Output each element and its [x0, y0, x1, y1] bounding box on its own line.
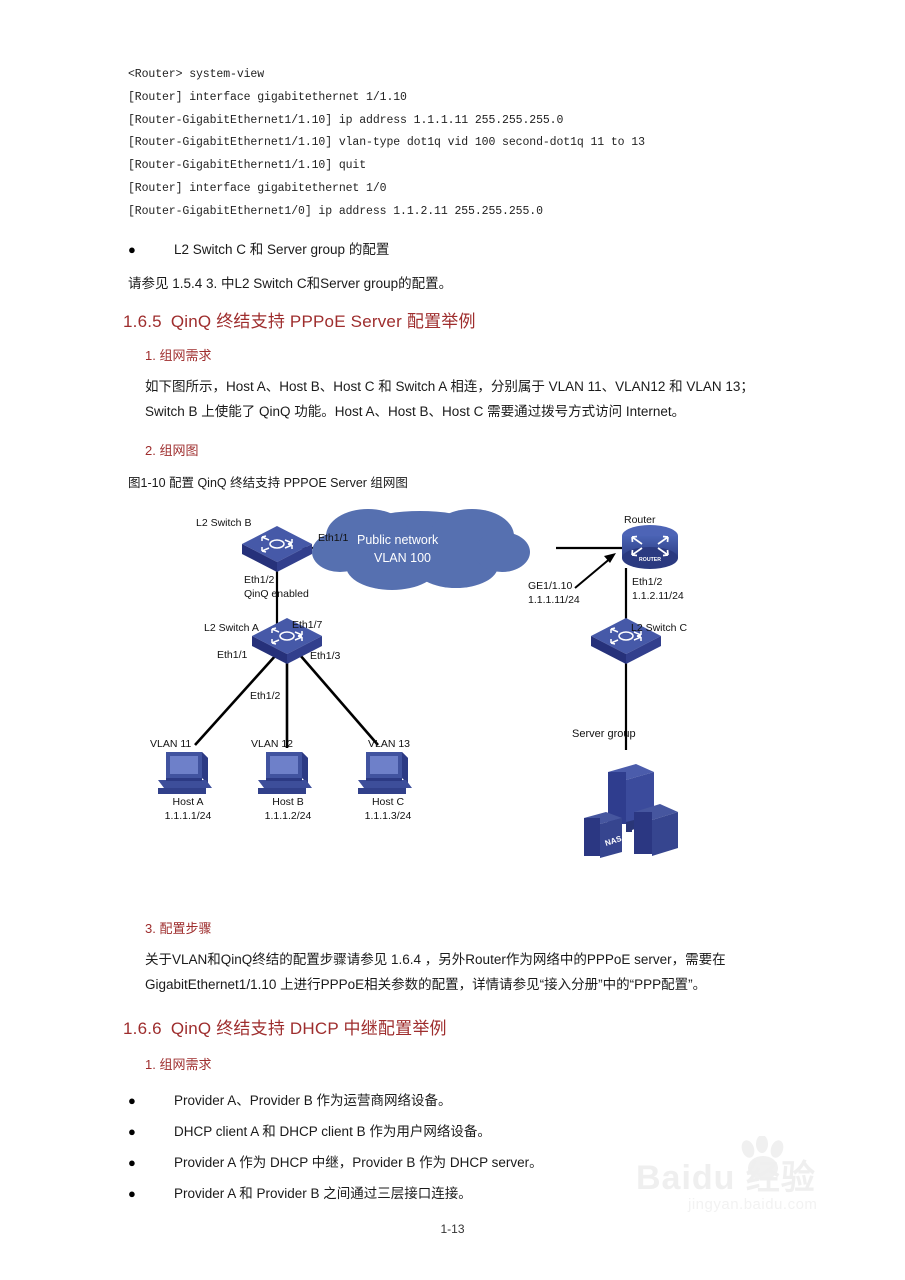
label-host-c-ip: 1.1.1.3/24 [364, 810, 412, 822]
paragraph-165-requirements-line2: Switch B 上使能了 QinQ 功能。Host A、Host B、Host… [145, 404, 686, 419]
bullet-item-provider-devices: ● Provider A、Provider B 作为运营商网络设备。 [128, 1091, 768, 1110]
label-router-ge-line2: 1.1.1.11/24 [528, 594, 580, 606]
bullet-label: L2 Switch C 和 Server group 的配置 [174, 242, 390, 257]
label-host-a-ip: 1.1.1.1/24 [164, 810, 212, 822]
subheading-165-3: 3. 配置步骤 [145, 921, 212, 936]
label-switch-b: L2 Switch B [196, 517, 252, 529]
bullet-dot-icon: ● [128, 1155, 136, 1170]
code-line: [Router-GigabitEthernet1/0] ip address 1… [128, 204, 543, 218]
code-line: [Router-GigabitEthernet1/1.10] quit [128, 159, 367, 173]
heading-section-165: 1.6.5 QinQ 终结支持 PPPoE Server 配置举例 [123, 307, 476, 332]
label-vlan-13: VLAN 13 [368, 738, 411, 750]
bullet-label: Provider A 作为 DHCP 中继，Provider B 作为 DHCP… [174, 1155, 543, 1170]
page-footer-number: 1-13 [440, 1222, 465, 1236]
label-sb-eth1-2: Eth1/2 [244, 574, 275, 586]
label-server-group: Server group [572, 728, 636, 740]
bullet-dot-icon: ● [128, 242, 136, 257]
label-vlan-12: VLAN 12 [251, 738, 294, 750]
label-cloud-line1: Public network [357, 533, 439, 547]
paragraph-165-requirements-line1: 如下图所示，Host A、Host B、Host C 和 Switch A 相连… [145, 379, 754, 394]
code-line: [Router] interface gigabitethernet 1/0 [128, 181, 387, 195]
label-vlan-11: VLAN 11 [150, 738, 192, 750]
label-switch-a: L2 Switch A [204, 622, 259, 634]
label-router-eth-line1: Eth1/2 [632, 576, 663, 588]
label-router: Router [624, 514, 656, 526]
label-host-c: Host C [371, 796, 405, 808]
public-network-cloud [312, 509, 530, 590]
label-sa-eth1-2: Eth1/2 [250, 690, 281, 702]
label-sa-eth1-1: Eth1/1 [217, 649, 248, 661]
host-b-icon [258, 752, 312, 794]
switch-c-icon [591, 618, 661, 664]
switch-b-icon [242, 526, 312, 572]
bullet-item-dhcp-clients: ● DHCP client A 和 DHCP client B 作为用户网络设备… [128, 1122, 768, 1141]
label-host-b: Host B [272, 796, 304, 808]
label-host-a: Host A [172, 796, 204, 808]
host-a-icon [158, 752, 212, 794]
bullet-label: Provider A 和 Provider B 之间通过三层接口连接。 [174, 1186, 472, 1201]
label-sa-eth1-7: Eth1/7 [292, 619, 323, 631]
subheading-165-1: 1. 组网需求 [145, 348, 212, 363]
label-sb-qinq-enabled: QinQ enabled [244, 588, 309, 600]
bullet-item-layer3-connection: ● Provider A 和 Provider B 之间通过三层接口连接。 [128, 1184, 768, 1203]
bullet-dot-icon: ● [128, 1093, 136, 1108]
host-c-icon [358, 752, 412, 794]
label-switch-c: L2 Switch C [631, 622, 688, 634]
router-icon: ROUTER [622, 525, 678, 569]
bullet-item-dhcp-relay-server: ● Provider A 作为 DHCP 中继，Provider B 作为 DH… [128, 1153, 768, 1172]
bullet-dot-icon: ● [128, 1186, 136, 1201]
heading-title: QinQ 终结支持 DHCP 中继配置举例 [170, 1019, 447, 1038]
label-sb-eth1-1: Eth1/1 [318, 532, 349, 544]
heading-section-166: 1.6.6 QinQ 终结支持 DHCP 中继配置举例 [123, 1014, 447, 1039]
subheading-165-2: 2. 组网图 [145, 443, 199, 458]
heading-number: 1.6.5 [123, 312, 162, 331]
label-sa-eth1-3: Eth1/3 [310, 650, 341, 662]
bullet-label: DHCP client A 和 DHCP client B 作为用户网络设备。 [174, 1124, 491, 1139]
label-router-eth-line2: 1.1.2.11/24 [632, 590, 684, 602]
heading-number: 1.6.6 [123, 1019, 162, 1038]
paragraph-switch-c-reference: 请参见 1.5.4 3. 中L2 Switch C和Server group的配… [128, 276, 453, 291]
server-nas-icon: NAS [584, 812, 623, 858]
router-body-text: ROUTER [639, 557, 661, 563]
subheading-166-1: 1. 组网需求 [145, 1057, 212, 1072]
server-tall-icon [608, 764, 654, 832]
label-cloud-line2: VLAN 100 [374, 551, 431, 565]
code-line: [Router-GigabitEthernet1/1.10] vlan-type… [128, 136, 645, 150]
cli-code-block: <Router> system-view [Router] interface … [128, 64, 828, 224]
label-router-ge-line1: GE1/1.10 [528, 580, 573, 592]
switch-a-icon [252, 618, 322, 664]
bullet-dot-icon: ● [128, 1124, 136, 1139]
paragraph-165-steps-line2: GigabitEthernet1/1.10 上进行PPPoE相关参数的配置，详情… [145, 977, 707, 992]
label-host-b-ip: 1.1.1.2/24 [264, 810, 312, 822]
bullet-item-switch-c-config: ● L2 Switch C 和 Server group 的配置 [128, 240, 748, 259]
code-line: [Router] interface gigabitethernet 1/1.1… [128, 90, 407, 104]
paragraph-165-steps-line1: 关于VLAN和QinQ终结的配置步骤请参见 1.6.4 ，另外Router作为网… [145, 952, 726, 967]
bullet-label: Provider A、Provider B 作为运营商网络设备。 [174, 1093, 452, 1108]
topology-svg: ROUTER [158, 509, 678, 858]
code-line: [Router-GigabitEthernet1/1.10] ip addres… [128, 113, 564, 127]
figure-caption: 图1-10 配置 QinQ 终结支持 PPPOE Server 组网图 [128, 476, 408, 490]
network-topology-diagram: ROUTER [120, 500, 800, 895]
heading-title: QinQ 终结支持 PPPoE Server 配置举例 [170, 312, 476, 331]
server-right-icon [634, 804, 678, 856]
code-line: <Router> system-view [128, 68, 265, 81]
